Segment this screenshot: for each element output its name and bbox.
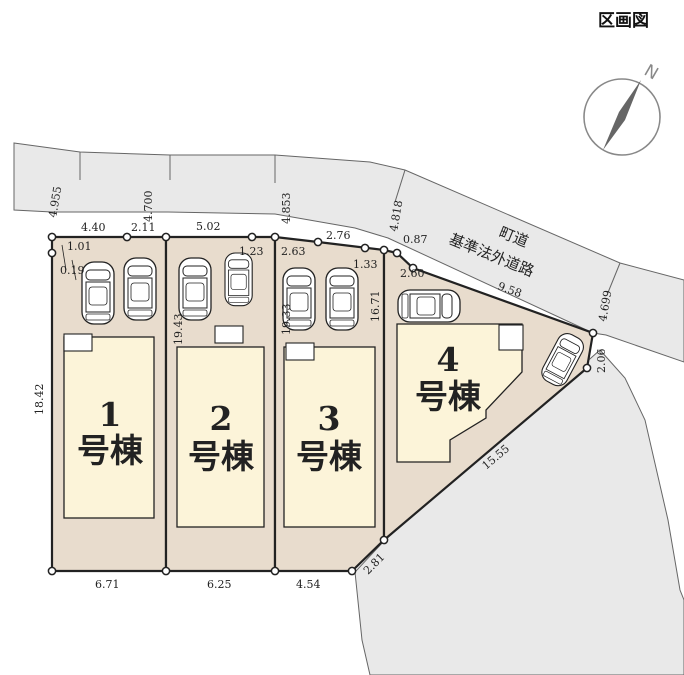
dim-440: 4.40 (81, 221, 106, 234)
utility-boxes (63, 324, 524, 361)
diagram-title: 区画図 (598, 11, 649, 31)
dim-4955: 4.955 (46, 185, 64, 218)
boundary-marker (392, 248, 402, 258)
building-1 (63, 336, 155, 519)
boundary-marker (408, 263, 418, 273)
utility-box (214, 325, 244, 344)
dim-276: 2.76 (326, 229, 351, 242)
dimension-labels: 4.955 4.40 2.11 4.700 5.02 4.853 2.76 4.… (33, 185, 614, 591)
car-icon (325, 267, 359, 331)
road-edge-mark (394, 169, 406, 203)
boundary-marker (588, 328, 598, 338)
road-strip-right (354, 349, 684, 675)
house-4-number: 4 (437, 340, 460, 379)
boundary-marker (161, 232, 171, 242)
boundary-marker (347, 566, 357, 576)
utility-box (498, 324, 524, 351)
dim-260: 2.60 (400, 267, 425, 280)
compass-needle (603, 80, 641, 150)
house-1-label: 号棟 (77, 431, 144, 470)
dim-671: 6.71 (95, 578, 120, 591)
boundary-marker (47, 232, 57, 242)
house-3-label: 号棟 (296, 437, 363, 476)
dimension-leader (71, 259, 77, 281)
compass: N (583, 61, 661, 156)
dim-4699: 4.699 (596, 289, 614, 322)
boundary-marker (247, 232, 257, 242)
boundary-marker (379, 245, 389, 255)
dim-1842: 18.42 (33, 384, 46, 416)
road (13, 142, 684, 675)
dim-263: 2.63 (281, 245, 306, 258)
car-icon (178, 257, 212, 321)
house-1-number: 1 (99, 395, 122, 434)
dim-123: 1.23 (239, 245, 264, 258)
house-2-number: 2 (210, 399, 233, 438)
dim-211: 2.11 (131, 221, 156, 234)
boundary-marker (47, 248, 57, 258)
dim-4818: 4.818 (387, 199, 405, 232)
car-icon (123, 257, 157, 321)
dim-101: 1.01 (67, 240, 92, 253)
dim-1671: 16.71 (369, 291, 382, 323)
dim-087: 0.87 (403, 233, 428, 246)
house-2-label: 号棟 (188, 437, 255, 476)
road-edge-mark (606, 262, 621, 296)
dimension-leader (61, 244, 67, 271)
dim-625: 6.25 (207, 578, 232, 591)
boundary-marker (122, 232, 132, 242)
dim-454: 4.54 (296, 578, 321, 591)
house-4-label: 号棟 (415, 377, 482, 416)
car-icon (397, 289, 461, 323)
boundary-marker (313, 237, 323, 247)
compass-north-label: N (640, 61, 661, 85)
car-icon (224, 252, 253, 307)
dim-1943: 19.43 (172, 314, 185, 346)
boundary-marker (161, 566, 171, 576)
dim-019: 0.19 (60, 264, 85, 277)
boundary-marker (360, 243, 370, 253)
dim-1933: 19.33 (280, 304, 293, 336)
building-2 (176, 346, 265, 528)
house-3-number: 3 (318, 399, 341, 438)
utility-box (285, 342, 315, 361)
house-labels: 1 号棟 2 号棟 3 号棟 4 号棟 (77, 340, 482, 476)
boundary-marker (47, 566, 57, 576)
dim-133: 1.33 (353, 258, 378, 271)
boundary-marker (270, 232, 280, 242)
dim-4853: 4.853 (280, 193, 293, 225)
building-3 (283, 346, 376, 528)
dim-502: 5.02 (196, 220, 221, 233)
boundary-marker (379, 535, 389, 545)
utility-box (63, 333, 93, 352)
dim-206: 2.06 (595, 349, 608, 374)
boundary-marker (582, 363, 592, 373)
car-icon (81, 261, 115, 325)
road-strip-top (13, 142, 684, 363)
boundary-marker (270, 566, 280, 576)
dimension-leaders (61, 244, 77, 281)
boundary-markers (47, 232, 598, 576)
dim-4700: 4.700 (142, 191, 155, 223)
buildings (63, 323, 523, 528)
